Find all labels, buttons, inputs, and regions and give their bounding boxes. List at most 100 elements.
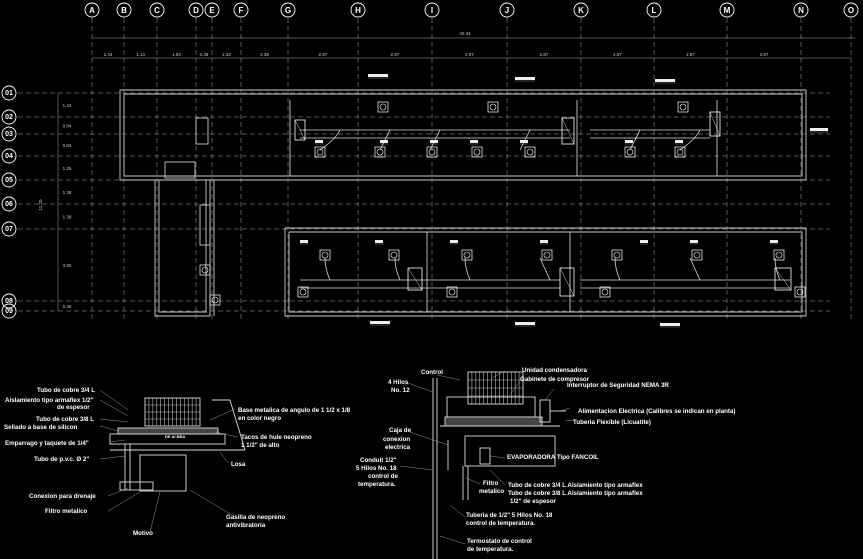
column-dimension-text: 1.83 (172, 52, 181, 57)
fancoil-unit (691, 249, 703, 261)
condenser-fins-left (145, 398, 200, 426)
dr-label-17: metalico (479, 488, 504, 495)
detail-condenser-mounting: Tubo de cobre 3/4 L Aislamiento tipo arm… (4, 387, 351, 537)
grid-bubble-col-A: A (84, 2, 100, 18)
dr-label-5: Interruptor de Seguridad NEMA 3R (567, 382, 669, 389)
air-handler (407, 267, 423, 291)
fancoil-unit (624, 146, 636, 158)
equipment-tag (430, 140, 438, 145)
grid-bubble-col-M: M (719, 2, 735, 18)
row-dimension-text: 0.30 (63, 304, 72, 309)
fancoil-unit (377, 101, 389, 113)
dl-label-6: Tubo de p.v.c. Ø 2" (34, 456, 89, 463)
dl-label-1: Aislamiento tipo armaflex 1/2" (5, 397, 94, 404)
fancoil-unit (611, 249, 623, 261)
row-dimension-text: 1.38 (63, 190, 72, 195)
grid-bubble-col-N: N (793, 2, 809, 18)
grid-row-label: 05 (5, 177, 13, 184)
equipment-tag (810, 128, 828, 133)
dl-label-2: de espesor (57, 404, 90, 411)
grid-row-label: 02 (5, 114, 13, 121)
grid-col-label: C (154, 6, 160, 15)
dr-label-22: control de temperatura. (466, 520, 535, 527)
duct-runs (300, 129, 790, 289)
grid-row-label: 09 (5, 308, 13, 315)
row-dimension-text: 0.84 (63, 143, 72, 148)
column-dimension-text: 2.87 (391, 52, 400, 57)
grid-col-label: F (239, 6, 244, 15)
grid-bubble-col-F: F (233, 2, 249, 18)
grid-bubble-col-G: G (280, 2, 296, 18)
equipment-tag (675, 140, 683, 145)
column-dimension-text: 2.87 (465, 52, 474, 57)
dl-label-8: Filtro metalico (45, 508, 88, 515)
fancoil-unit (374, 146, 386, 158)
fancoil-unit (426, 146, 438, 158)
equipment-tag (450, 240, 458, 245)
dr-label-1: 4 Hilos (388, 379, 409, 386)
grid-col-label: M (724, 6, 731, 15)
detail-split-system: Control 4 Hilos No. 12 Unidad condensado… (356, 367, 736, 559)
equipment-tag (640, 240, 648, 245)
dr-label-9: conexion (383, 436, 410, 443)
fancoil-unit (599, 286, 611, 298)
dr-label-21: Tuberia de 1/2" 5 Hilos No. 18 (466, 512, 553, 519)
dr-label-16: Filtro (483, 480, 499, 487)
grid-row-label: 07 (5, 226, 13, 233)
dr-label-2: No. 12 (391, 387, 410, 394)
column-dimension-text: 2.87 (686, 52, 695, 57)
dl-label-4: Sellado a base de silicon (4, 424, 77, 431)
grid-col-label: E (209, 6, 215, 15)
condenser-fins-right (468, 372, 523, 404)
grid-col-label: K (578, 6, 584, 15)
grid-bubble-col-O: O (843, 2, 859, 18)
dr-label-11: EVAPORADORA Tipo FANCOIL (507, 454, 599, 461)
dl-label-5: Emparrago y taquete de 1/4" (5, 440, 89, 447)
grid-col-label: O (848, 6, 854, 15)
equipment-tag (625, 140, 633, 145)
column-dimension-text: 1.44 (104, 52, 113, 57)
equipment-tag (515, 77, 535, 82)
grid-col-label: G (285, 6, 291, 15)
fancoil-unit (314, 146, 326, 158)
dl-label-16: antivibratoria (226, 522, 266, 529)
fancoil-unit (461, 249, 473, 261)
fancoil-unit (674, 146, 686, 158)
air-handler (294, 119, 306, 141)
column-dimension-text: 2.87 (319, 52, 328, 57)
dr-label-15: temperatura. (358, 481, 396, 488)
grid-col-label: H (355, 6, 361, 15)
air-handler (709, 111, 721, 137)
row-dimensions: 1.440.840.841.351.381.383.800.30 (57, 93, 72, 311)
grid-bubble-col-E: E (204, 2, 220, 18)
column-dimension-text: 0.38 (200, 52, 209, 57)
grid-bubble-col-L: L (646, 2, 662, 18)
fancoil-units (199, 101, 806, 306)
dr-label-6: Alimentacion Electrica (Calibres se indi… (578, 408, 736, 415)
equipment-tag (660, 323, 680, 328)
grid-row-label: 08 (5, 298, 13, 305)
grid-bubble-col-K: K (573, 2, 589, 18)
grid-col-label: L (652, 6, 657, 15)
fancoil-unit (319, 249, 331, 261)
grid-row-label: 01 (5, 90, 13, 97)
dl-label-13: 1 1/2" de alto (241, 442, 280, 449)
column-dimension-text: 2.87 (760, 52, 769, 57)
equipment-tag (368, 74, 388, 79)
dr-label-13: 5 Hilos No. 18 (356, 465, 397, 472)
dl-label-12: Tacos de hule neopreno (241, 434, 312, 441)
equipment-tag (315, 140, 323, 145)
equipment-tag (515, 322, 535, 327)
dl-label-11: en color negro (238, 415, 281, 422)
row-dimension-text: 0.84 (63, 124, 72, 129)
grid-col-label: I (431, 6, 433, 15)
column-dimension-text: 2.87 (613, 52, 622, 57)
air-handler (561, 117, 575, 145)
row-dimension-text: 3.80 (63, 263, 72, 268)
fancoil-unit (677, 101, 689, 113)
grid-col-label: B (121, 6, 127, 15)
air-handler (559, 267, 575, 297)
dl-label-9: Motivo (133, 530, 153, 537)
